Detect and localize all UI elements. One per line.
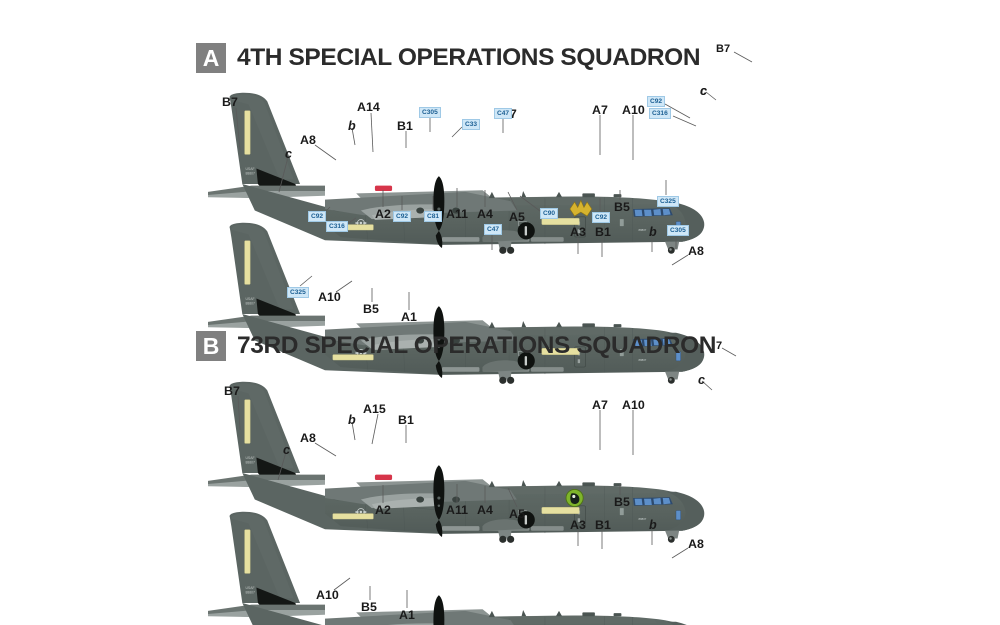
leader-line (351, 421, 356, 441)
section-b-aircraft-top (207, 381, 705, 544)
part-label-b5: B5 (361, 600, 377, 614)
part-label-a1: A1 (401, 310, 417, 324)
part-label-a10: A10 (316, 588, 339, 602)
leader-line (519, 195, 541, 212)
section-a-title: 4TH SPECIAL OPERATIONS SQUADRON (237, 44, 701, 71)
leader-lines (235, 51, 753, 608)
part-label-a4: A4 (477, 503, 493, 517)
part-label-b1: B1 (595, 225, 611, 239)
leader-line (277, 451, 287, 481)
section-a-heading: A 4TH SPECIAL OPERATIONS SQUADRON (196, 43, 701, 73)
part-label-c: c (698, 373, 706, 387)
decal-chip-c92: C92 (592, 212, 611, 224)
decal-chip-c92: C92 (393, 211, 412, 223)
decal-chip-c47: C47 (484, 224, 503, 236)
part-label-b: b (649, 225, 657, 239)
part-label-a8: A8 (300, 133, 316, 147)
part-label-a7: A7 (592, 398, 608, 412)
section-a-badge: A (196, 43, 226, 73)
part-label-a15: A15 (363, 402, 386, 416)
part-label-c: c (700, 84, 708, 98)
leader-line (314, 442, 337, 457)
part-label-a5: A5 (509, 507, 525, 521)
part-label-a8: A8 (300, 431, 316, 445)
leader-line (705, 91, 717, 101)
leader-line (314, 144, 337, 161)
part-label-b: b (348, 413, 356, 427)
part-label-a10: A10 (622, 398, 645, 412)
part-label-b7: B7 (224, 384, 240, 398)
part-label-b7: B7 (716, 43, 731, 55)
decal-chip-c33: C33 (462, 119, 481, 131)
leader-line (507, 487, 518, 508)
part-label-a3: A3 (570, 518, 586, 532)
part-label-a7: A7 (592, 103, 608, 117)
part-label-a14: A14 (357, 100, 380, 114)
leader-line (721, 347, 737, 357)
section-b-title: 73RD SPECIAL OPERATIONS SQUADRON (237, 332, 717, 359)
decal-chip-c47: C47 (494, 108, 513, 120)
decal-chip-c305: C305 (667, 225, 689, 237)
leader-line (351, 127, 356, 146)
decal-chip-c325: C325 (657, 196, 679, 208)
leader-line (278, 156, 289, 193)
part-label-b: b (348, 119, 356, 133)
part-label-b1: B1 (397, 119, 413, 133)
decal-chip-c92: C92 (647, 96, 666, 108)
leader-line (371, 413, 379, 445)
part-label-7: 7 (716, 340, 723, 352)
decal-chip-c316: C316 (649, 108, 671, 120)
decal-chip-c316: C316 (326, 221, 348, 233)
part-label-a2: A2 (375, 503, 391, 517)
section-b-heading: B 73RD SPECIAL OPERATIONS SQUADRON (196, 331, 716, 361)
part-label-a11: A11 (446, 207, 469, 221)
decal-chip-c90: C90 (540, 208, 559, 220)
leader-line (671, 254, 689, 266)
part-label-b5: B5 (614, 495, 630, 509)
section-b-badge: B (196, 331, 226, 361)
part-label-b7: B7 (222, 95, 238, 109)
leader-line (235, 107, 241, 151)
part-label-b: b (649, 518, 657, 532)
leader-line (451, 126, 463, 138)
leader-line (672, 115, 697, 127)
part-label-b5: B5 (363, 302, 379, 316)
leader-line (237, 395, 241, 431)
part-label-a1: A1 (399, 608, 415, 622)
part-label-a8: A8 (688, 244, 704, 258)
leader-line (701, 380, 713, 391)
decal-chip-c81: C81 (424, 211, 443, 223)
part-label-c: c (700, 84, 708, 98)
part-label-b5: B5 (614, 200, 630, 214)
part-label-a10: A10 (622, 103, 645, 117)
leader-line (335, 280, 353, 293)
leader-line (333, 577, 351, 591)
leader-line (507, 191, 518, 211)
leader-line (299, 275, 313, 287)
decal-chip-c305: C305 (419, 107, 441, 119)
part-label-a5: A5 (509, 210, 525, 224)
leader-line (370, 112, 374, 153)
part-label-a10: A10 (318, 290, 341, 304)
part-label-a8: A8 (688, 537, 704, 551)
part-label-c: c (285, 147, 293, 161)
leader-line (664, 103, 691, 119)
part-label-a3: A3 (570, 225, 586, 239)
part-label-b1: B1 (595, 518, 611, 532)
decal-chip-c325: C325 (287, 287, 309, 299)
leader-line (733, 51, 753, 63)
decal-chip-c92: C92 (308, 211, 327, 223)
section-a-aircraft-top (207, 92, 705, 255)
leader-line (671, 547, 689, 559)
part-label-c: c (283, 443, 291, 457)
part-label-b1: B1 (398, 413, 414, 427)
part-label-a11: A11 (446, 503, 469, 517)
part-label-a2: A2 (375, 207, 391, 221)
part-label-a4: A4 (477, 207, 493, 221)
